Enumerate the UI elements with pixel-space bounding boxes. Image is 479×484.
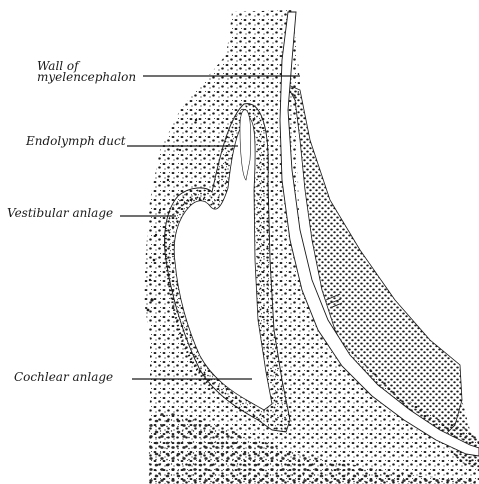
label-cochlear-anlage: Cochlear anlage: [14, 372, 113, 383]
label-wall-of-myelencephalon: Wall of myelencephalon: [37, 61, 157, 83]
label-endolymph-duct: Endolymph duct: [26, 136, 126, 147]
label-wall-line2: myelencephalon: [37, 72, 157, 83]
label-vestibular-anlage: Vestibular anlage: [7, 208, 113, 219]
